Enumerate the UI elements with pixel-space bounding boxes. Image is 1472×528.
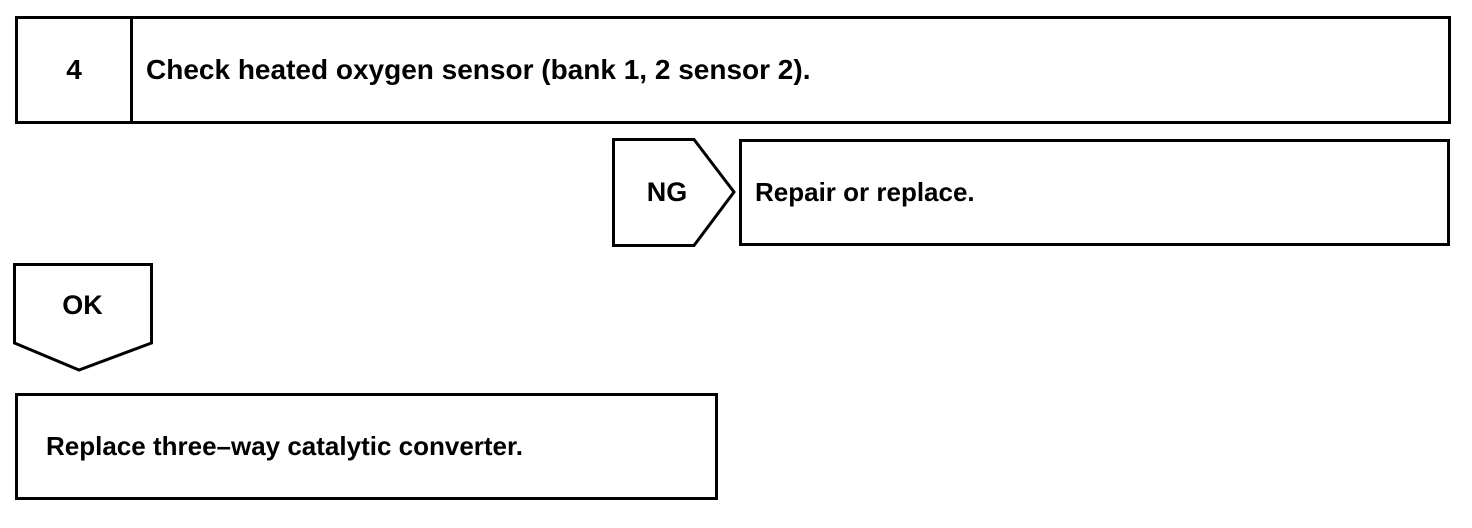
ng-arrow-icon: [612, 138, 736, 247]
ng-label: NG: [646, 176, 688, 207]
ok-label: OK: [62, 289, 103, 320]
step-title: Check heated oxygen sensor (bank 1, 2 se…: [146, 54, 811, 85]
step-number: 4: [66, 54, 82, 85]
step-divider: [130, 19, 133, 121]
step-box: 4 Check heated oxygen sensor (bank 1, 2 …: [15, 16, 1451, 124]
ng-action-text: Repair or replace.: [755, 177, 975, 207]
ok-action-text: Replace three–way catalytic converter.: [46, 431, 523, 461]
ok-action-box: Replace three–way catalytic converter.: [15, 393, 718, 500]
ng-action-box: Repair or replace.: [739, 139, 1450, 246]
ok-arrow-icon: [13, 263, 153, 372]
